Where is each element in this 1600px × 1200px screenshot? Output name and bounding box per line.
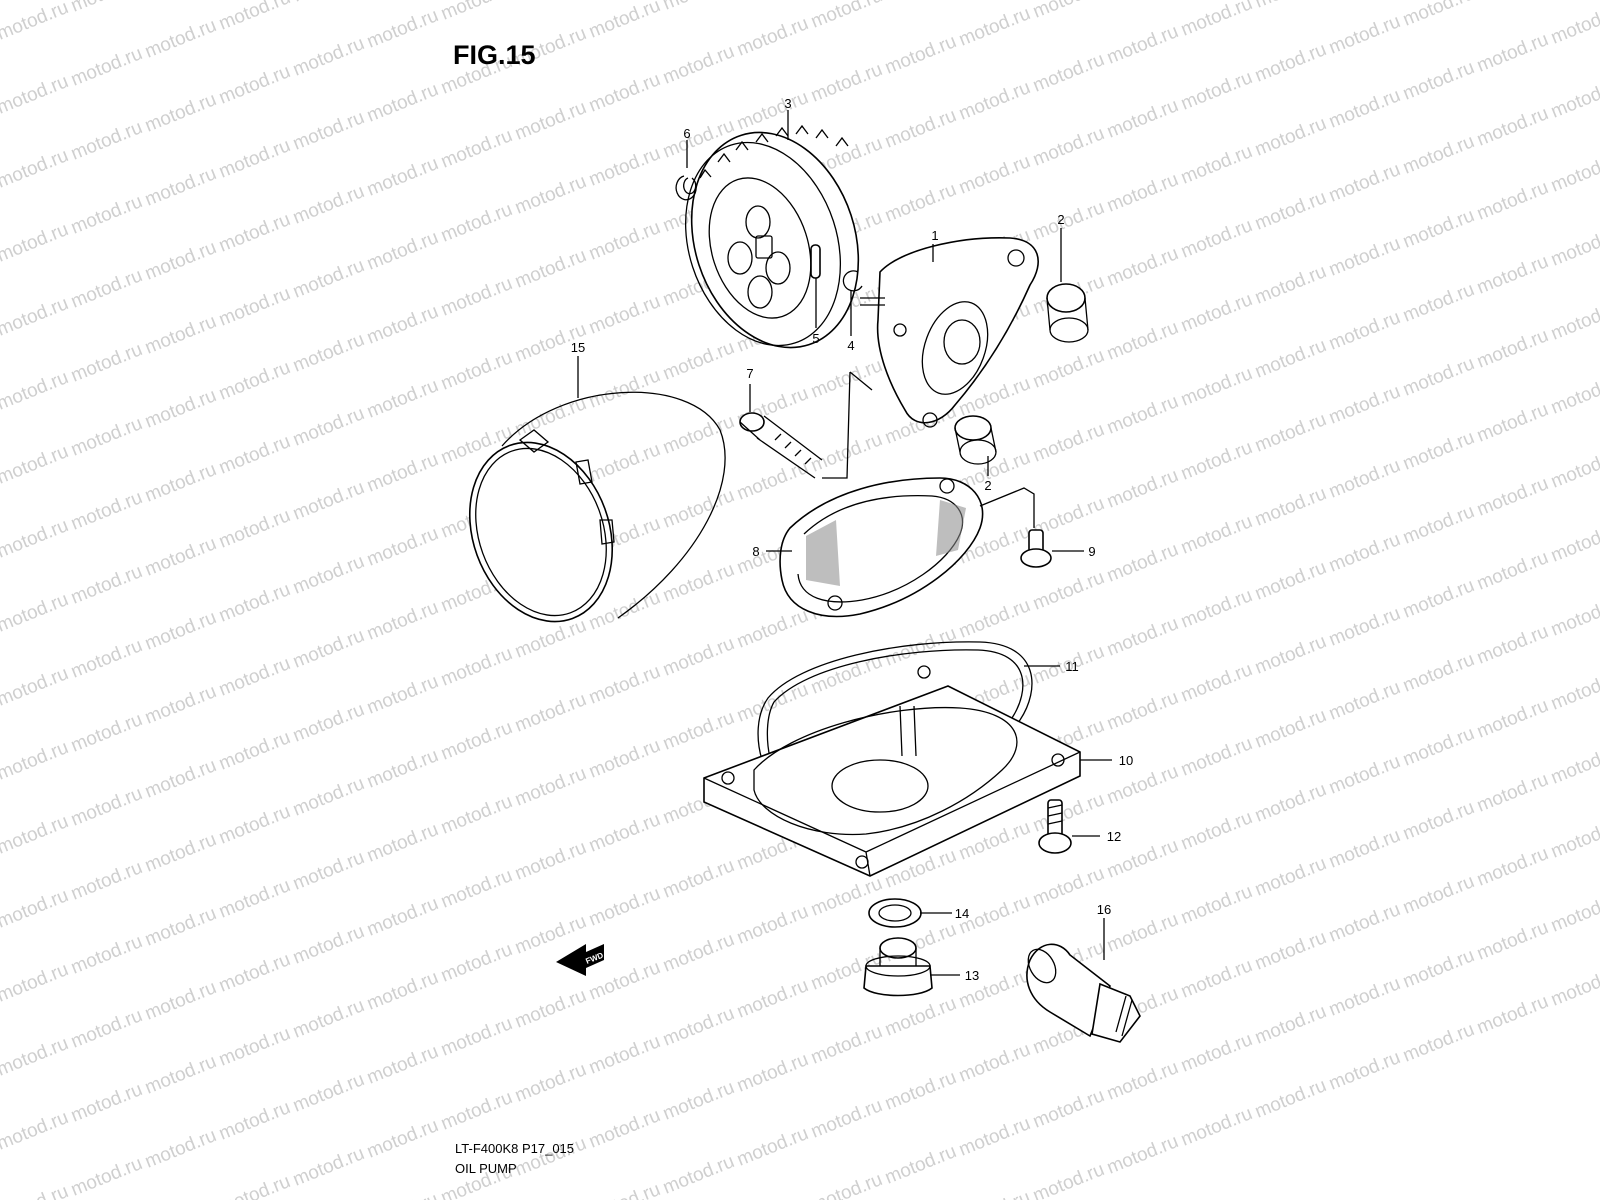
figure-name: OIL PUMP <box>455 1161 517 1176</box>
callout-numbers: 3 6 1 2 5 4 15 7 2 8 9 11 10 12 14 13 16 <box>571 96 1133 983</box>
oil-pressure-switch <box>1026 943 1141 1043</box>
callout-11: 11 <box>1065 659 1079 674</box>
callout-2-upper: 2 <box>1057 212 1064 227</box>
leader-lines <box>577 110 1112 976</box>
pump-bolt <box>739 412 823 479</box>
callout-13: 13 <box>965 968 979 983</box>
oil-filter <box>468 391 726 623</box>
callout-5: 5 <box>812 331 819 346</box>
drain-plug <box>863 937 933 997</box>
strainer-bolt <box>1020 529 1052 568</box>
callout-12: 12 <box>1107 829 1121 844</box>
figure-title: FIG.15 <box>453 40 536 70</box>
oil-strainer <box>779 477 984 618</box>
callout-4: 4 <box>847 338 854 353</box>
pin <box>810 244 821 279</box>
callout-7: 7 <box>746 366 753 381</box>
circlip <box>675 175 697 201</box>
callout-8: 8 <box>752 544 759 559</box>
figure-code: LT-F400K8 P17_015 <box>455 1141 575 1156</box>
retaining-clip <box>842 270 863 292</box>
callout-10: 10 <box>1119 753 1133 768</box>
callout-1: 1 <box>931 228 938 243</box>
dowel-pin-upper <box>1046 283 1089 343</box>
pan-bolt <box>1038 799 1072 854</box>
callout-14: 14 <box>955 906 969 921</box>
callout-2-lower: 2 <box>984 478 991 493</box>
forward-direction-arrow: FWD <box>556 944 605 976</box>
callout-15: 15 <box>571 340 585 355</box>
dowel-pin-lower <box>954 415 997 465</box>
drain-plug-gasket <box>868 898 922 928</box>
oil-pump-driven-gear <box>684 124 860 349</box>
oil-pan <box>703 665 1081 877</box>
callout-3: 3 <box>784 96 791 111</box>
callout-9: 9 <box>1088 544 1095 559</box>
callout-6: 6 <box>683 126 690 141</box>
oil-pump-assembly <box>860 237 1039 428</box>
callout-16: 16 <box>1097 902 1111 917</box>
